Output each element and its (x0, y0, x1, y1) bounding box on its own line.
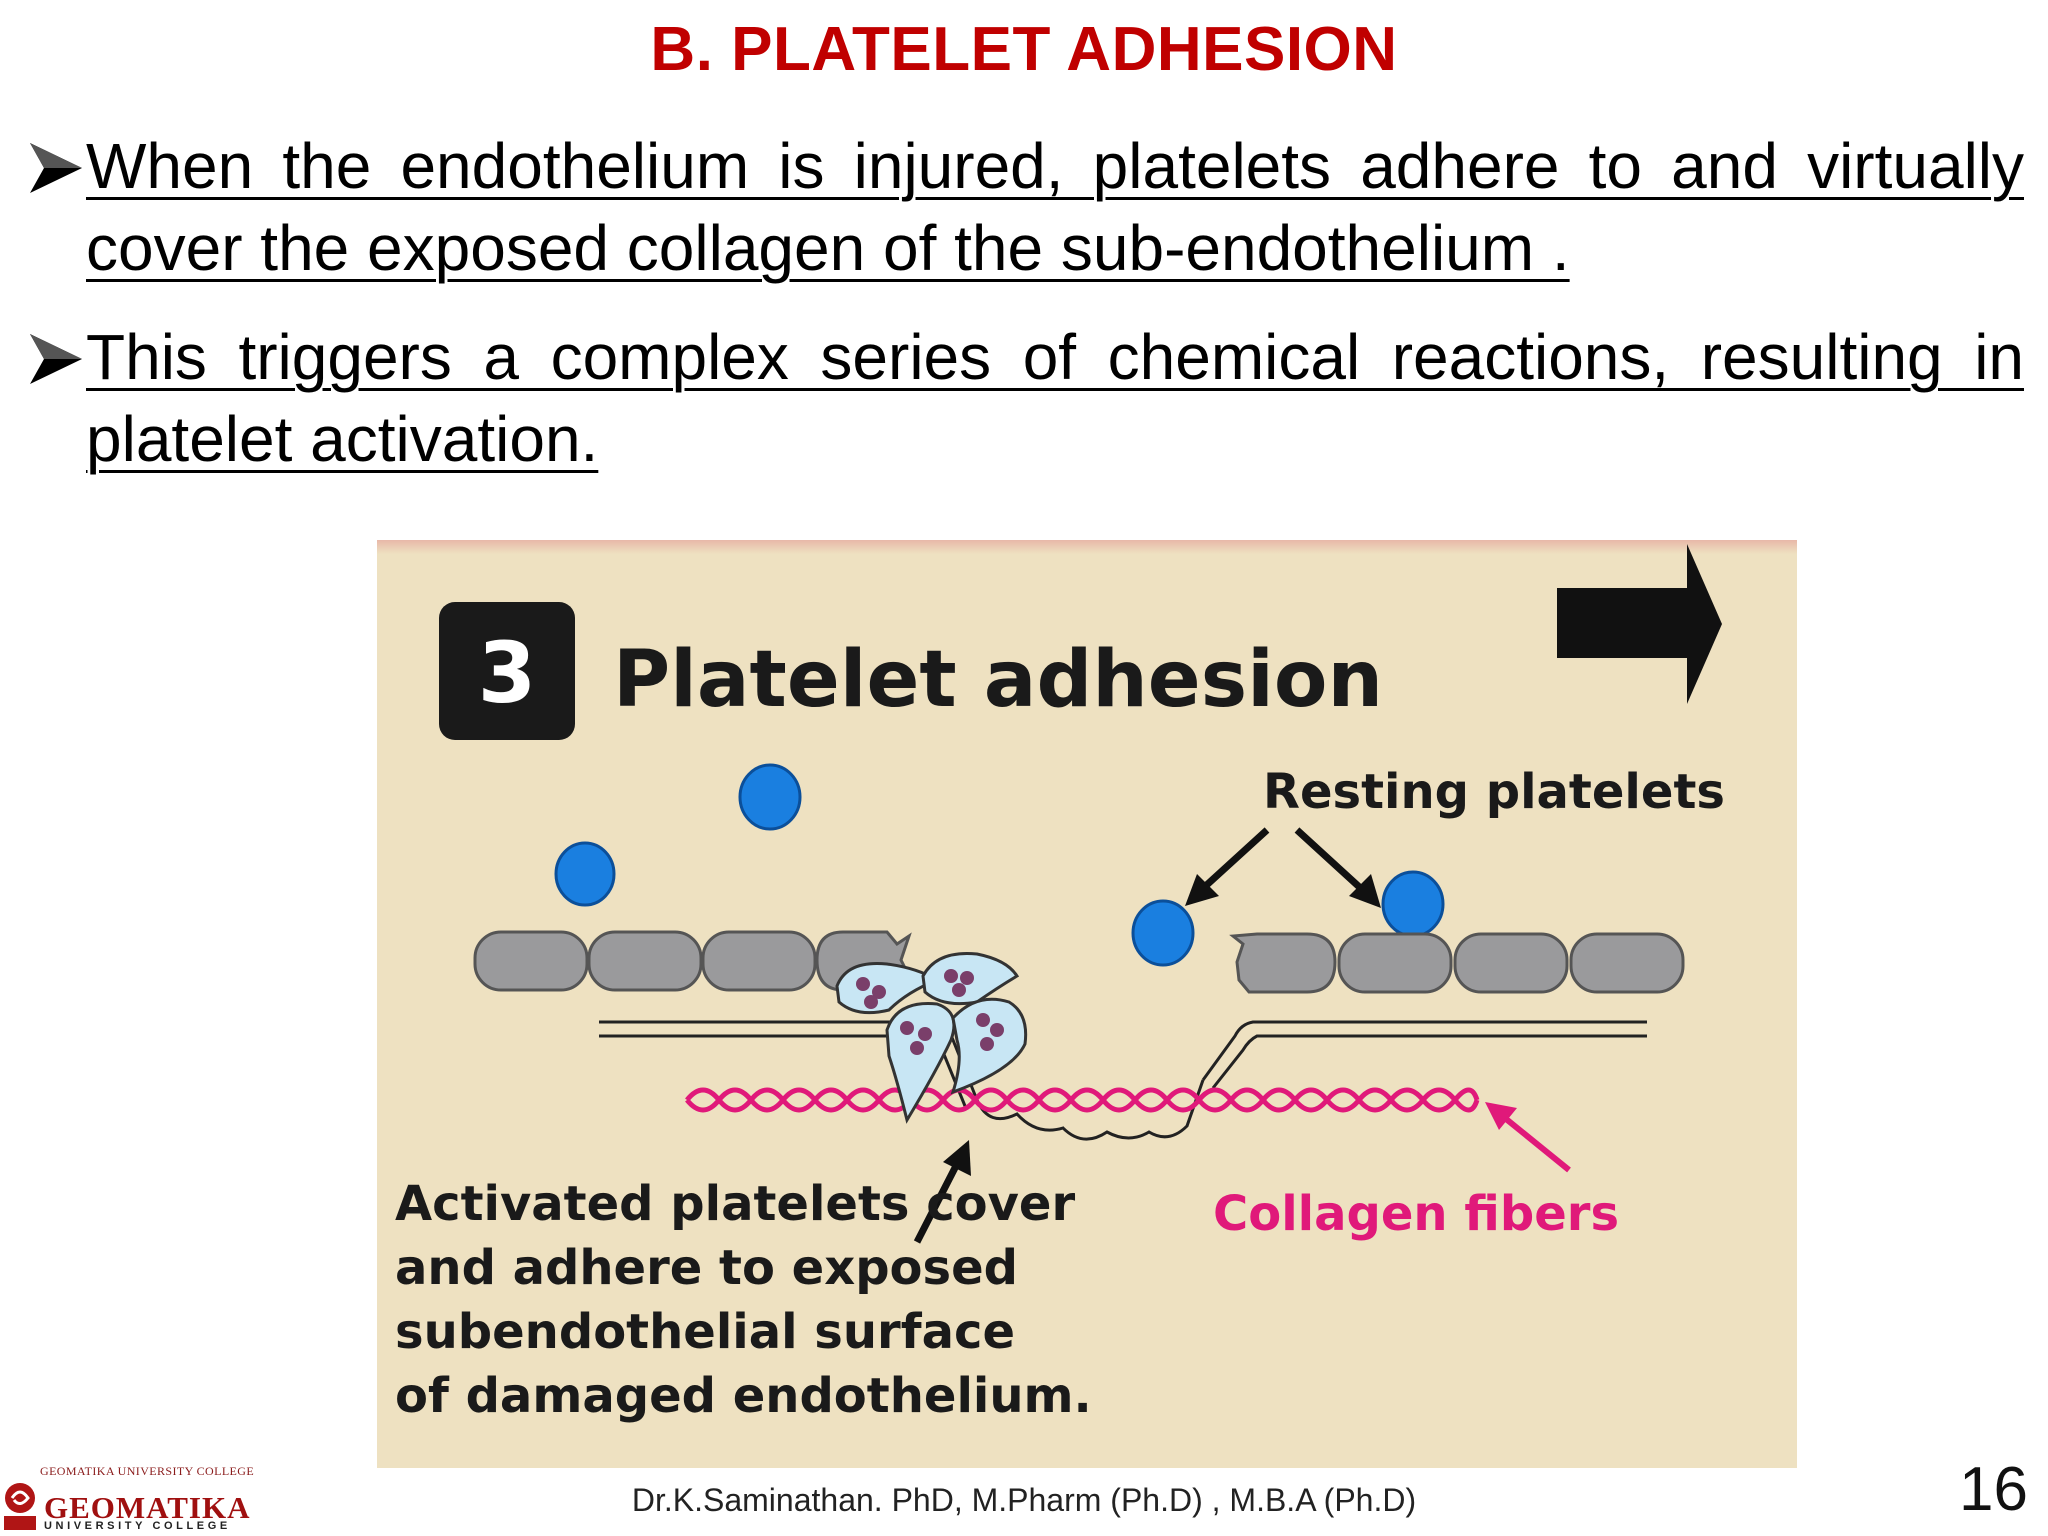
page-number: 16 (1959, 1455, 2028, 1524)
endothelial-cells-left (473, 930, 913, 992)
step-badge (439, 602, 575, 740)
figure-heading: Platelet adhesion (613, 635, 1383, 725)
collagen-arrow (1485, 1102, 1571, 1173)
bullet-text: This triggers a complex series of chemic… (86, 321, 2024, 475)
arrowhead-bullet-icon (30, 143, 82, 193)
label-resting-platelets: Resting platelets (1263, 764, 1725, 820)
label-activated-platelets: Activated platelets cover and adhere to … (395, 1176, 1092, 1424)
collagen-fibers (685, 1087, 1480, 1113)
label-activated-line: and adhere to exposed (395, 1240, 1018, 1296)
bullet-item: This triggers a complex series of chemic… (28, 316, 2024, 480)
resting-platelet (554, 841, 616, 907)
resting-platelet (1131, 899, 1195, 967)
label-activated-line: of damaged endothelium. (395, 1368, 1092, 1424)
logo-top-text: GEOMATIKA UNIVERSITY COLLEGE (40, 1464, 255, 1478)
bullet-text: When the endothelium is injured, platele… (86, 130, 2024, 284)
resting-platelets-arrows (1185, 827, 1381, 908)
basement-membrane (599, 1020, 1647, 1141)
platelet-adhesion-illustration: 3 Platelet adhesion (377, 540, 1797, 1424)
label-activated-line: Activated platelets cover (395, 1176, 1075, 1232)
endothelial-cells-right (1229, 932, 1685, 994)
logo-name: GEOMATIKA (44, 1490, 251, 1525)
resting-platelet (738, 763, 802, 831)
label-collagen-fibers: Collagen fibers (1213, 1186, 1619, 1242)
activated-platelets (835, 951, 1028, 1124)
geomatika-logo: GEOMATIKA UNIVERSITY COLLEGE GEOMATIKA U… (0, 1462, 254, 1536)
arrowhead-bullet-icon (30, 334, 82, 384)
next-step-arrow-icon (1557, 544, 1722, 704)
platelet-adhesion-figure: 3 Platelet adhesion (377, 540, 1797, 1468)
bullet-item: When the endothelium is injured, platele… (28, 125, 2024, 289)
label-activated-line: subendothelial surface (395, 1304, 1015, 1360)
footer-author: Dr.K.Saminathan. PhD, M.Pharm (Ph.D) , M… (631, 1482, 1417, 1518)
activated-platelets-arrow (913, 1140, 971, 1244)
slide-title: B. PLATELET ADHESION (650, 15, 1398, 84)
step-number: 3 (478, 624, 536, 722)
guc-emblem-icon (4, 1483, 36, 1530)
resting-platelet (1381, 870, 1445, 938)
logo-subtitle: UNIVERSITY COLLEGE (44, 1520, 231, 1532)
